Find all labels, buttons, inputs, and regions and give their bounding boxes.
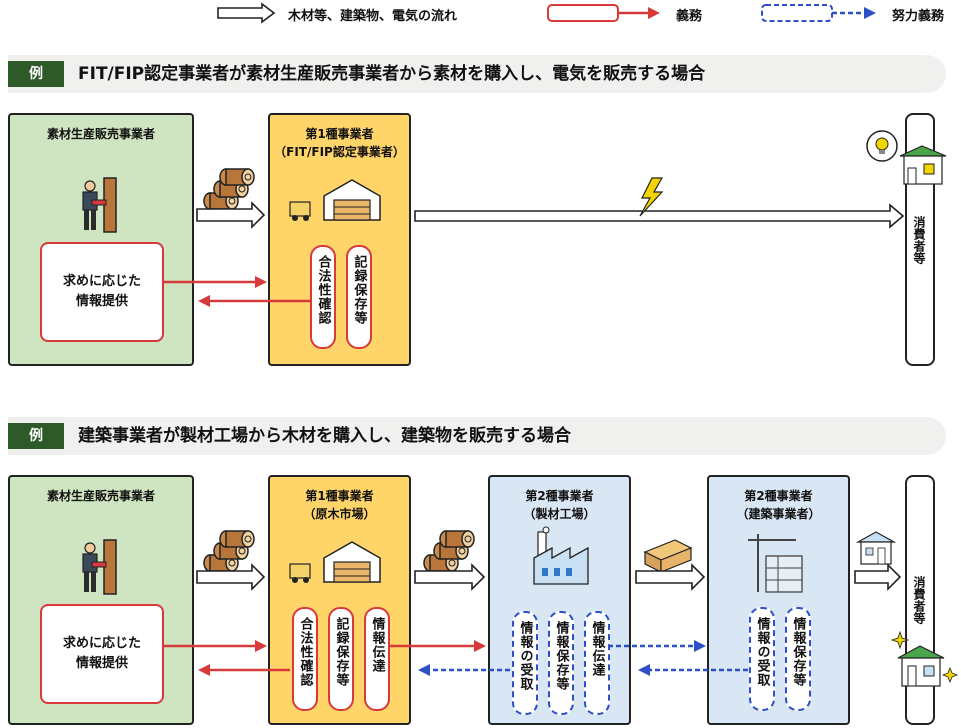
example2-request-arrow [255,640,267,652]
example2-mill-transfer-arrow [694,640,706,652]
example2-construction-icon [748,534,803,593]
legend-obligation-label: 義務 [676,9,703,24]
example2-tag: 例 [8,423,64,449]
example2-response-arrow [198,664,210,676]
example2-info-transfer-pill: 情報伝達 [364,607,390,711]
example2-supplier-title: 素材生産販売事業者 [46,489,155,503]
example2-builder-response-arrow [638,664,650,676]
example2-type1-title: 第1種事業者 （原木市場） [303,489,376,521]
example2-info-transfer-arrow [474,640,486,652]
example2-house-icon-small [855,531,897,565]
example2-flow-arrow-1 [196,563,266,591]
example2-mill-info-transfer-pill: 情報伝達 [584,611,610,715]
example2-mill-response-arrow [418,664,430,676]
example1-legality-check-pill: 合法性確認 [310,245,336,349]
example1-header: 例 FIT/FIP認定事業者が素材生産販売事業者から素材を購入し、電気を販売する… [8,55,946,93]
example2-flow-arrow-4 [854,563,902,591]
example2-mill-box: 第2種事業者 （製材工場） 情報の受取 情報保存等 情報伝達 [488,475,631,725]
example1-warehouse-icon [289,179,381,221]
example2-house-sparkle-icon [890,630,959,687]
example1-type1-box: 第1種事業者 （FIT/FIP認定事業者） 合法性確認 記録保存等 [268,113,411,366]
example2-header: 例 建築事業者が製材工場から木材を購入し、建築物を販売する場合 [8,417,946,455]
example1-supplier-title: 素材生産販売事業者 [46,127,155,141]
example1-flow-arrow-electricity [414,203,905,229]
example1-consumer-label: 消費者等 [912,215,926,264]
example1-lumberjack-icon [82,177,117,233]
example1-supplier-box: 素材生産販売事業者 求めに応じた 情報提供 [8,113,194,366]
example1-request-arrow [255,276,267,288]
example1-response-arrow [198,295,210,307]
legend-flow-label: 木材等、建築物、電気の流れ [288,9,458,24]
example2-type1-box: 第1種事業者 （原木市場） 合法性確認 記録保存等 情報伝達 [268,475,411,725]
legend-graphics [217,2,876,24]
example2-builder-box: 第2種事業者 （建築事業者） 情報の受取 情報保存等 [707,475,850,725]
example2-lumber-stack-icon [643,539,693,573]
example2-logs-icon-2 [423,530,475,572]
example2-lumberjack-icon [82,539,117,595]
example1-type1-title: 第1種事業者 （FIT/FIP認定事業者） [274,127,405,159]
example2-builder-info-receive-pill: 情報の受取 [749,607,775,711]
example1-record-keeping-pill: 記録保存等 [346,245,372,349]
legend-obligation-arrowhead-icon [648,7,660,19]
example2-logs-icon-1 [203,530,255,572]
legend-effort-arrowhead-icon [864,7,876,19]
example2-factory-icon [533,526,589,585]
example2-flow-arrow-3 [635,563,706,591]
example1-info-provision-box: 求めに応じた 情報提供 [40,242,164,342]
example2-supplier-box: 素材生産販売事業者 求めに応じた 情報提供 [8,475,194,725]
example2-builder-title: 第2種事業者 （建築事業者） [736,489,821,521]
example2-mill-info-storage-pill: 情報保存等 [548,611,574,715]
example2-consumer-label: 消費者等 [912,576,926,624]
example1-title: FIT/FIP認定事業者が素材生産販売事業者から素材を購入し、電気を販売する場合 [78,64,706,84]
example1-tag: 例 [8,61,64,87]
example1-flow-arrow-1 [196,201,266,229]
example2-legality-check-pill: 合法性確認 [292,607,318,711]
legend-effort-label: 努力義務 [892,9,945,24]
example2-title: 建築事業者が製材工場から木材を購入し、建築物を販売する場合 [78,426,571,446]
example2-record-keeping-pill: 記録保存等 [328,607,354,711]
example1-house-lightbulb-icon [866,130,947,185]
example2-mill-title: 第2種事業者 （製材工場） [523,489,596,521]
example2-warehouse-icon [289,541,381,583]
example1-logs-icon [203,168,255,210]
example2-mill-info-receive-pill: 情報の受取 [512,611,538,715]
legend-flow-arrow-icon [217,2,276,24]
example2-flow-arrow-2 [414,563,486,591]
example2-builder-info-storage-pill: 情報保存等 [785,607,811,711]
example1-lightning-icon [639,177,664,217]
example2-info-provision-box: 求めに応じた 情報提供 [40,604,164,704]
